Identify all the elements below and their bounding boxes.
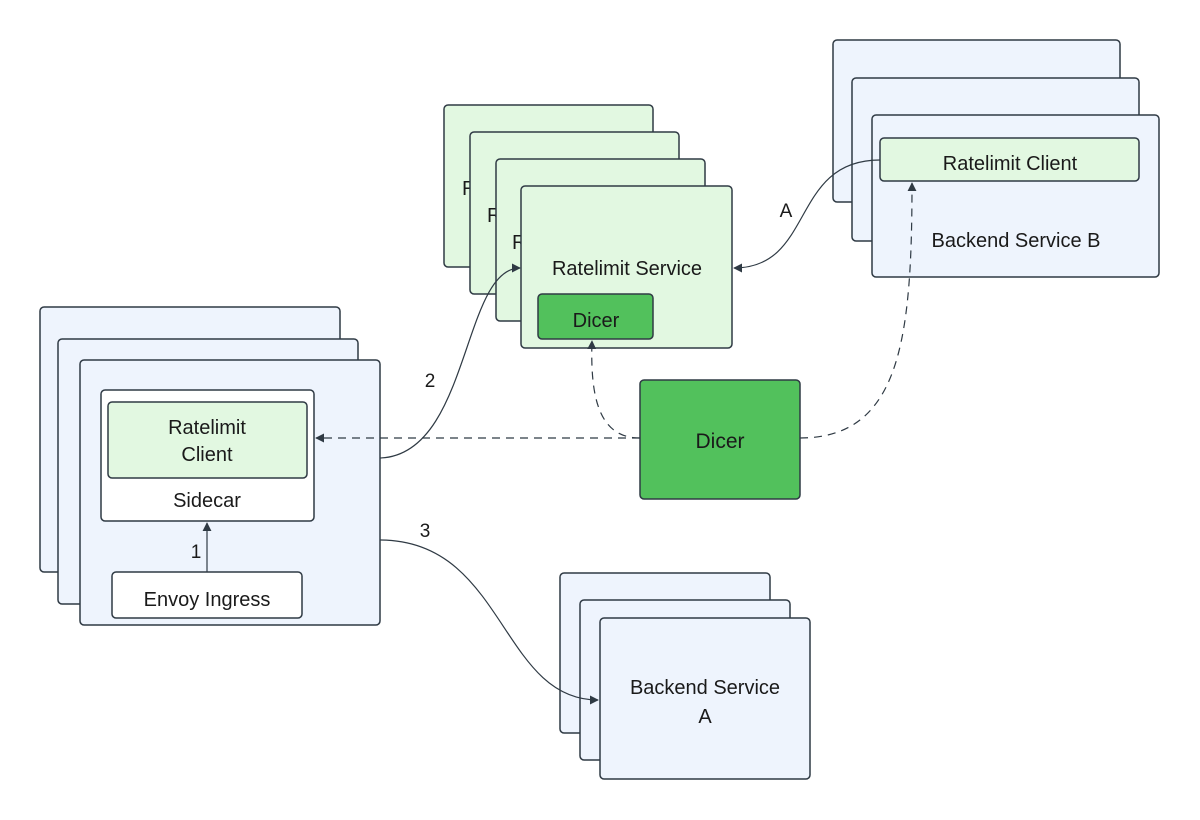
pod-client-box bbox=[107, 401, 308, 479]
edge-label-a: A bbox=[780, 201, 793, 222]
backend-service-a-box bbox=[599, 617, 811, 780]
backend-service-b-client-label: Ratelimit Client bbox=[943, 153, 1078, 175]
ratelimit-service-label: Ratelimit Service bbox=[552, 258, 702, 280]
backend-service-a-stack: Backend Service A bbox=[559, 572, 811, 780]
edge-label-3: 3 bbox=[420, 521, 431, 542]
backend-service-b-label: Backend Service B bbox=[932, 230, 1101, 252]
ratelimit-service-dicer-label: Dicer bbox=[573, 310, 620, 332]
sidecar-label: Sidecar bbox=[173, 490, 241, 512]
dicer-node: Dicer bbox=[639, 379, 801, 500]
edge-backend-b-to-ratelimit-service bbox=[733, 159, 881, 273]
envoy-ingress-label: Envoy Ingress bbox=[144, 589, 271, 611]
edge-dicer-to-backend-b-client bbox=[799, 182, 917, 439]
backend-service-b-stack: Ratelimit Client Backend Service B bbox=[832, 39, 1160, 278]
backend-service-a-label-line1: Backend Service bbox=[630, 677, 780, 699]
edges bbox=[202, 159, 917, 705]
ratelimit-service-dicer-box bbox=[537, 293, 654, 340]
pod-stack: Ratelimit Client Sidecar Envoy Ingress bbox=[39, 306, 381, 626]
backend-service-a-label-line2: A bbox=[698, 706, 712, 728]
edge-pod-to-ratelimit-service bbox=[379, 263, 521, 459]
dicer-label: Dicer bbox=[695, 430, 744, 453]
pod-client-label-line2: Client bbox=[181, 444, 233, 466]
pod-client-label-line1: Ratelimit bbox=[168, 417, 246, 439]
edge-dicer-to-service-dicer bbox=[587, 340, 641, 439]
dicer-box bbox=[639, 379, 801, 500]
edge-pod-to-backend-a bbox=[379, 539, 599, 705]
edge-label-1: 1 bbox=[191, 542, 202, 563]
edge-label-2: 2 bbox=[425, 371, 436, 392]
ratelimit-service-stack: R R R Ratelimit Service Dicer bbox=[443, 104, 733, 349]
